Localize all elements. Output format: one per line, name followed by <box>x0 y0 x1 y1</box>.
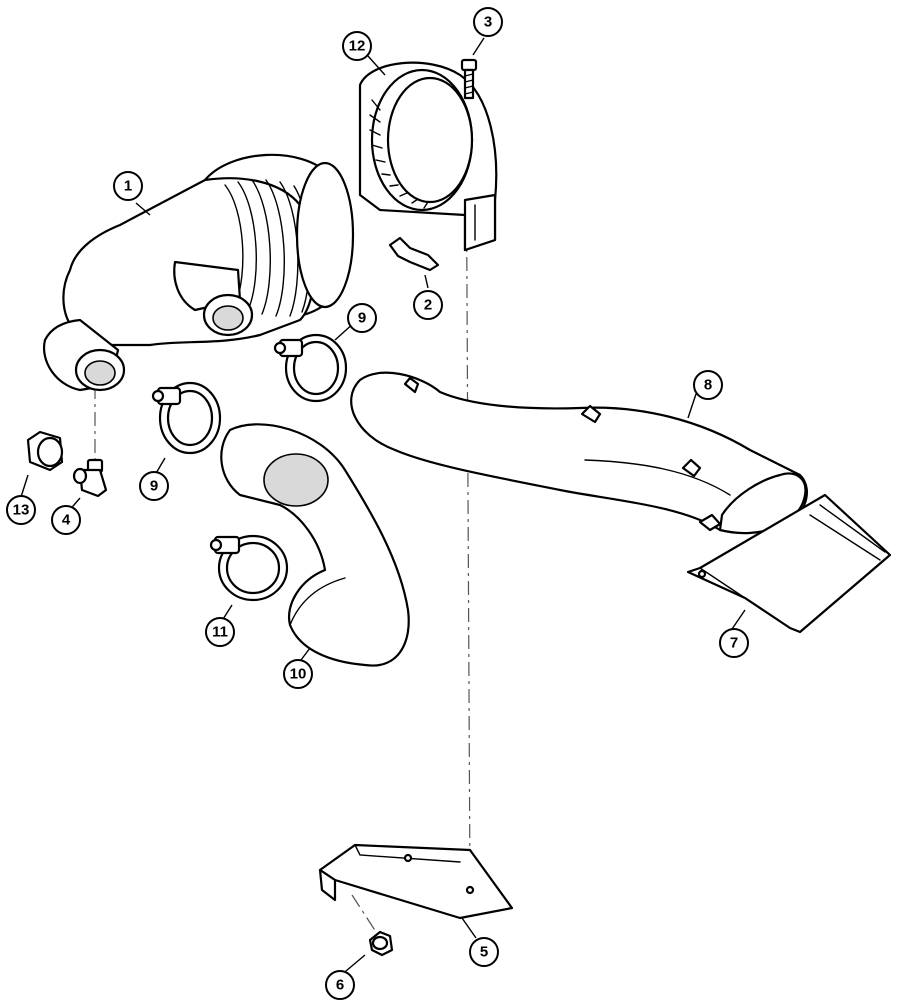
callout-10-label: 10 <box>290 666 307 683</box>
center-line <box>465 94 471 891</box>
center-line-bracket <box>351 894 379 936</box>
hose-clamp-upper <box>273 333 348 403</box>
cap <box>26 430 64 472</box>
mounting-band-bracket <box>358 61 498 252</box>
callout-1-label: 1 <box>124 178 132 195</box>
clip <box>388 236 440 272</box>
callout-6-label: 6 <box>336 977 344 994</box>
callout-11-label: 11 <box>212 624 228 641</box>
nut <box>368 930 394 957</box>
callout-13-label: 13 <box>13 502 30 519</box>
callout-8: 8 <box>693 370 723 400</box>
callout-12: 12 <box>342 31 372 61</box>
baffle-plate <box>686 493 892 634</box>
callout-7-label: 7 <box>730 635 738 652</box>
callout-13: 13 <box>6 495 36 525</box>
callout-5: 5 <box>469 937 499 967</box>
air-cleaner <box>42 153 355 392</box>
callout-4-label: 4 <box>62 512 71 529</box>
hose-clamp-hose <box>209 534 289 602</box>
elbow-hose <box>220 423 410 667</box>
callout-3: 3 <box>473 7 503 37</box>
hose-clamp-lower <box>151 381 222 455</box>
elbow-fitting <box>72 458 108 498</box>
callout-8-label: 8 <box>704 377 712 394</box>
callout-11: 11 <box>205 617 235 647</box>
callout-3-label: 3 <box>484 14 492 31</box>
callout-9-lower-label: 9 <box>150 478 158 495</box>
callout-5-label: 5 <box>480 944 488 961</box>
callout-6: 6 <box>325 970 355 1000</box>
callout-2-label: 2 <box>424 297 432 314</box>
support-bracket <box>318 843 514 920</box>
callout-9-upper-label: 9 <box>358 310 366 327</box>
callout-2: 2 <box>413 290 443 320</box>
intake-duct <box>350 371 808 535</box>
bolt <box>460 58 478 100</box>
callout-10: 10 <box>283 659 313 689</box>
callout-4: 4 <box>51 505 81 535</box>
callout-1: 1 <box>113 171 143 201</box>
callout-9-upper: 9 <box>347 303 377 333</box>
callout-12-label: 12 <box>349 38 366 55</box>
callout-7: 7 <box>719 628 749 658</box>
callout-9-lower: 9 <box>139 471 169 501</box>
